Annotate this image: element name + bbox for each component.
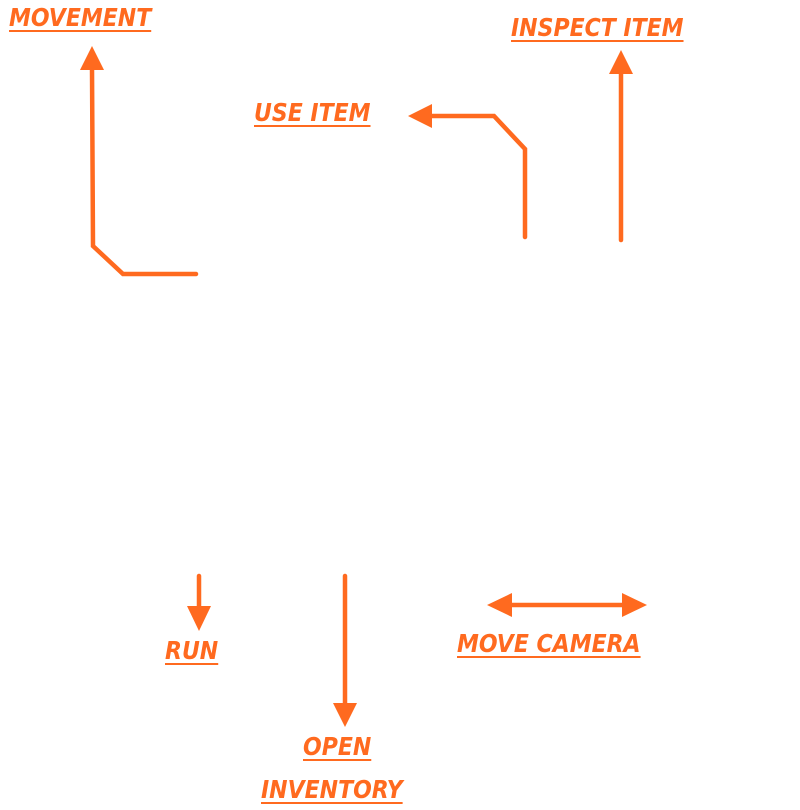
movement-label: MOVEMENT — [9, 3, 152, 32]
move-camera-left-arrowhead-icon — [487, 593, 512, 617]
run-arrowhead-icon — [187, 606, 211, 631]
move-camera-right-arrowhead-icon — [622, 593, 647, 617]
inspect-item-label: INSPECT ITEM — [511, 13, 684, 42]
inspect-item-arrowhead-icon — [609, 50, 633, 74]
run-label: RUN — [165, 636, 219, 665]
use-item-label: USE ITEM — [254, 98, 371, 127]
use-item-arrowhead-icon — [408, 104, 432, 128]
move-camera-label: MOVE CAMERA — [457, 629, 641, 658]
movement-arrowhead-icon — [80, 46, 104, 70]
movement-arrow-line — [89, 65, 199, 277]
open-inventory-label-line2: INVENTORY — [261, 775, 403, 804]
open-inventory-arrowhead-icon — [333, 703, 357, 727]
open-inventory-label-line1: OPEN — [303, 732, 372, 761]
use-item-arrow-line — [427, 113, 528, 240]
